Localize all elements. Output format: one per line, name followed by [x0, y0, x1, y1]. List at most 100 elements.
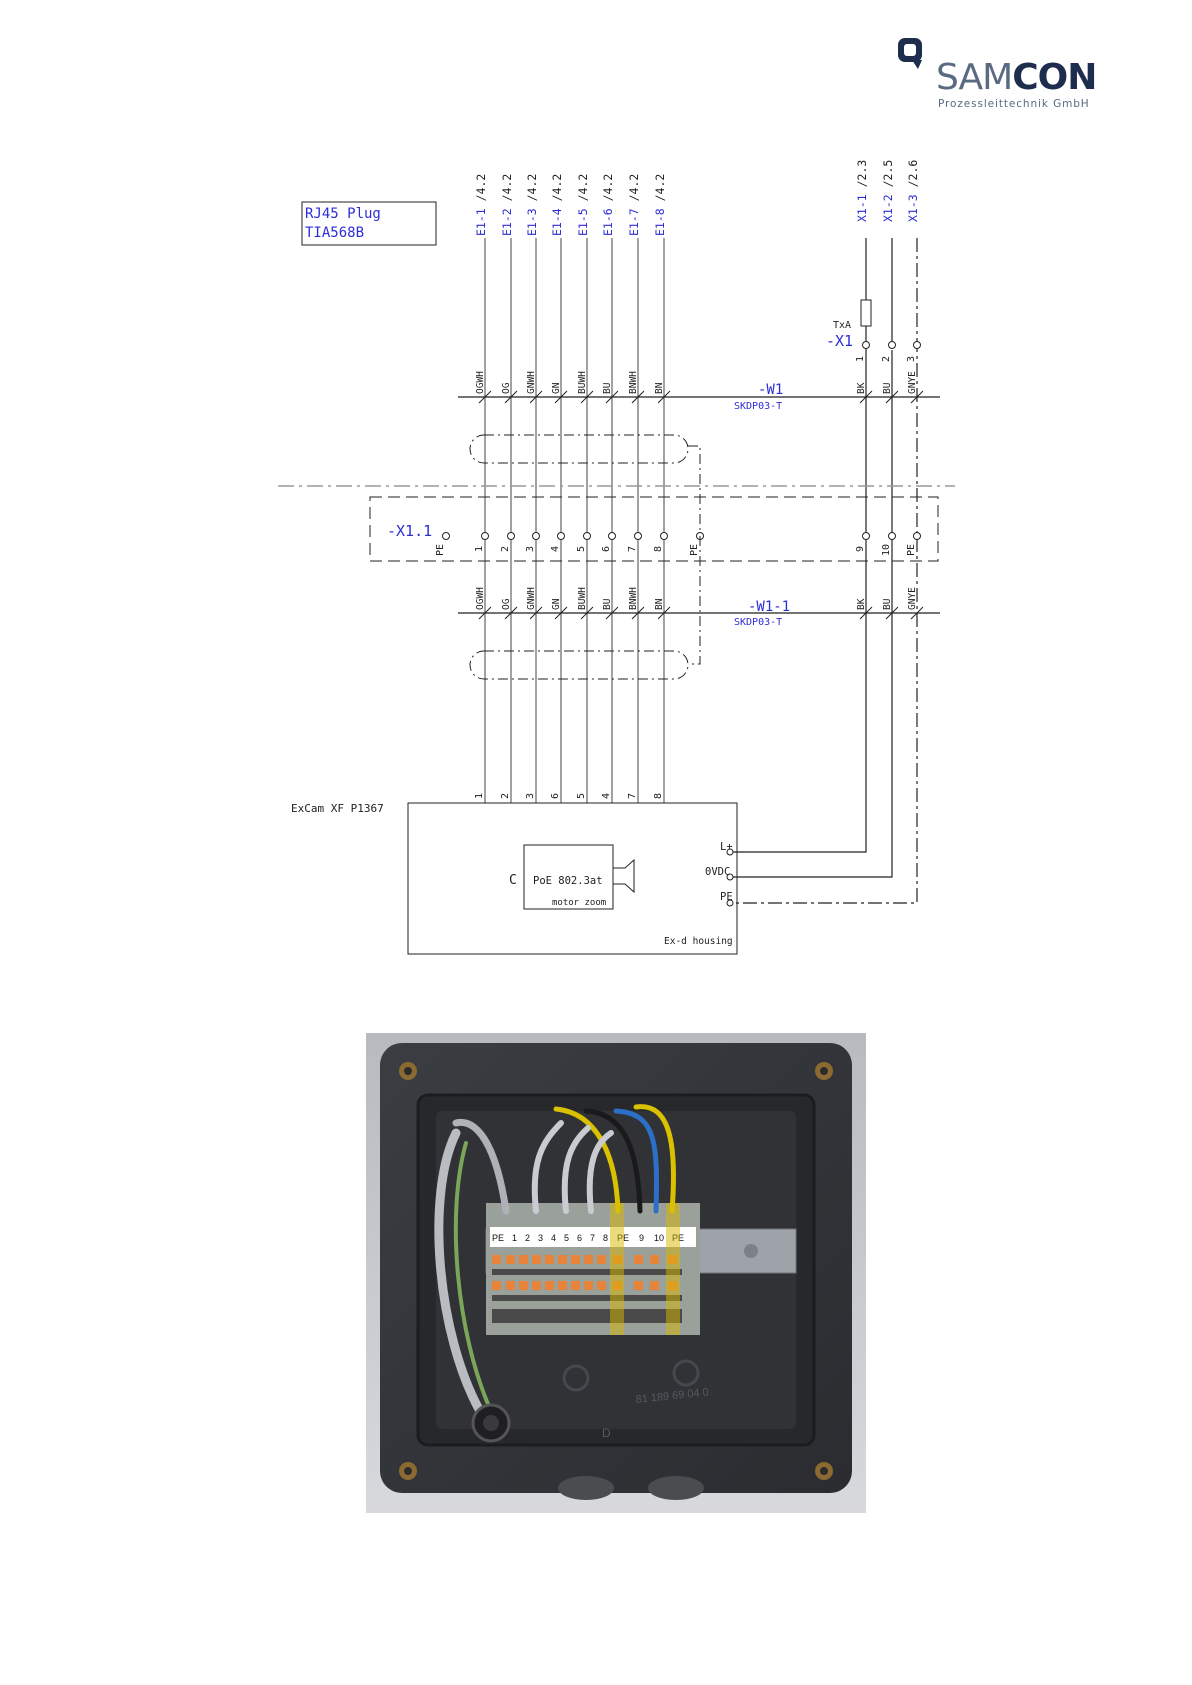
x1-1-terminals: [442, 532, 921, 540]
corner-letter: D: [602, 1426, 611, 1440]
svg-text:2: 2: [500, 546, 511, 552]
svg-text:1: 1: [855, 356, 866, 362]
logo-mark-icon: [898, 38, 922, 69]
svg-text:BNWH: BNWH: [628, 371, 639, 394]
terminal-label-0vdc: 0VDC: [705, 866, 730, 878]
junction-box-photo: PE 1 2 3 4 5 6 7 8 PE 9 10 PE: [366, 1033, 866, 1513]
w1-1-tick-marks: [478, 606, 924, 620]
top-ref-3: E1-3 /4.2: [525, 174, 539, 236]
wiring-schematic: RJ45 Plug TIA568B E1-1 /4.2 E1-2 /4.2 E1…: [278, 160, 955, 955]
svg-text:3: 3: [525, 546, 536, 552]
fuse-symbol: [860, 299, 872, 327]
svg-text:6: 6: [550, 793, 561, 799]
svg-text:6: 6: [577, 1233, 582, 1243]
plug-box-line2: TIA568B: [305, 225, 364, 241]
svg-text:9: 9: [639, 1233, 644, 1243]
svg-text:5: 5: [576, 546, 587, 552]
top-ref-1: E1-1 /4.2: [474, 174, 488, 236]
svg-text:7: 7: [590, 1233, 595, 1243]
svg-text:7: 7: [627, 793, 638, 799]
module-zoom: motor zoom: [552, 898, 606, 908]
samcon-logo: SAMCON Prozessleittechnik GmbH: [896, 36, 1097, 116]
svg-text:10: 10: [654, 1233, 664, 1243]
svg-text:8: 8: [603, 1233, 608, 1243]
power-wires: [732, 238, 918, 904]
w1-1-type: SKDP03-T: [734, 617, 782, 628]
terminal-label-pe: PE: [720, 891, 733, 903]
w1-color-labels: OGWH OG GNWH GN BUWH BU BNWH BN BK BU GN…: [475, 371, 918, 394]
logo-brand-part1: SAM: [936, 57, 1013, 98]
junction-box-illustration: PE 1 2 3 4 5 6 7 8 PE 9 10 PE: [366, 1033, 866, 1513]
top-ref-8: E1-8 /4.2: [653, 174, 667, 236]
top-ref-6: E1-6 /4.2: [601, 174, 615, 236]
top-ref-11: X1-3 /2.6: [906, 160, 920, 222]
top-ref-5: E1-5 /4.2: [576, 174, 590, 236]
svg-text:GNWH: GNWH: [526, 371, 537, 394]
svg-text:1: 1: [474, 793, 485, 799]
svg-text:BK: BK: [856, 382, 867, 394]
svg-text:GNYE: GNYE: [907, 587, 918, 610]
svg-text:OGWH: OGWH: [475, 371, 486, 394]
top-ref-10: X1-2 /2.5: [881, 160, 895, 222]
terminal-block: PE 1 2 3 4 5 6 7 8 PE 9 10 PE: [486, 1203, 700, 1335]
svg-text:GNWH: GNWH: [526, 587, 537, 610]
svg-text:4: 4: [551, 1233, 556, 1243]
svg-text:8: 8: [653, 546, 664, 552]
svg-text:7: 7: [627, 546, 638, 552]
camera-pin-labels: 1 2 3 6 5 4 7 8: [474, 793, 664, 799]
svg-text:3: 3: [525, 793, 536, 799]
x1-label: -X1: [826, 332, 853, 350]
w1-1-shield: [469, 536, 701, 680]
rj45-plug-box: RJ45 Plug TIA568B: [301, 201, 437, 246]
svg-text:GN: GN: [551, 382, 562, 394]
svg-text:BNWH: BNWH: [628, 587, 639, 610]
module-poe: PoE 802.3at: [533, 875, 603, 887]
logo-brand-part2: CON: [1012, 57, 1097, 98]
svg-text:4: 4: [601, 793, 612, 799]
module-letter: C: [509, 873, 517, 888]
x1-terminals: [862, 341, 921, 349]
x1-1-label: -X1.1: [387, 522, 432, 540]
camera-lens-icon: [612, 858, 635, 894]
camera-power-terminals: [726, 848, 734, 907]
svg-text:4: 4: [550, 546, 561, 552]
svg-text:PE: PE: [906, 544, 917, 556]
svg-text:BU: BU: [602, 598, 613, 610]
logo-subtitle: Prozessleittechnik GmbH: [938, 98, 1090, 110]
svg-text:9: 9: [855, 546, 866, 552]
housing-label: Ex-d housing: [664, 936, 733, 947]
svg-text:2: 2: [881, 356, 892, 362]
x1-pin-labels: 1 2 3: [855, 356, 917, 362]
svg-text:BU: BU: [882, 382, 893, 394]
svg-text:3: 3: [538, 1233, 543, 1243]
svg-text:OGWH: OGWH: [475, 587, 486, 610]
svg-text:1: 1: [474, 546, 485, 552]
w1-shield: [469, 434, 701, 536]
svg-text:BK: BK: [856, 598, 867, 610]
top-ref-9: X1-1 /2.3: [855, 160, 869, 222]
wires: [434, 1104, 676, 1418]
svg-text:BUWH: BUWH: [577, 371, 588, 394]
svg-text:BU: BU: [602, 382, 613, 394]
fuse-label: TxA: [833, 320, 851, 331]
svg-text:1: 1: [512, 1233, 517, 1243]
top-ref-7: E1-7 /4.2: [627, 174, 641, 236]
top-reference-labels: E1-1 /4.2 E1-2 /4.2 E1-3 /4.2 E1-4 /4.2 …: [474, 160, 920, 236]
svg-text:OG: OG: [501, 382, 512, 394]
data-wires: [484, 238, 665, 803]
x1-1-pin-labels: PE 1 2 3 4 5 6 7 8 PE 9 10 PE: [435, 544, 917, 556]
svg-text:6: 6: [601, 546, 612, 552]
svg-text:BN: BN: [654, 382, 665, 394]
svg-text:5: 5: [564, 1233, 569, 1243]
x1-1-terminal-box: [369, 496, 939, 562]
plug-box-line1: RJ45 Plug: [305, 206, 381, 222]
w1-name: -W1: [758, 382, 783, 398]
camera-housing-box: [407, 802, 738, 955]
svg-text:PE: PE: [689, 544, 700, 556]
svg-text:BN: BN: [654, 598, 665, 610]
svg-text:BUWH: BUWH: [577, 587, 588, 610]
w1-type: SKDP03-T: [734, 401, 782, 412]
w1-1-name: -W1-1: [748, 599, 790, 615]
logo-wordmark: SAMCON: [936, 57, 1097, 98]
svg-text:PE: PE: [492, 1233, 504, 1243]
